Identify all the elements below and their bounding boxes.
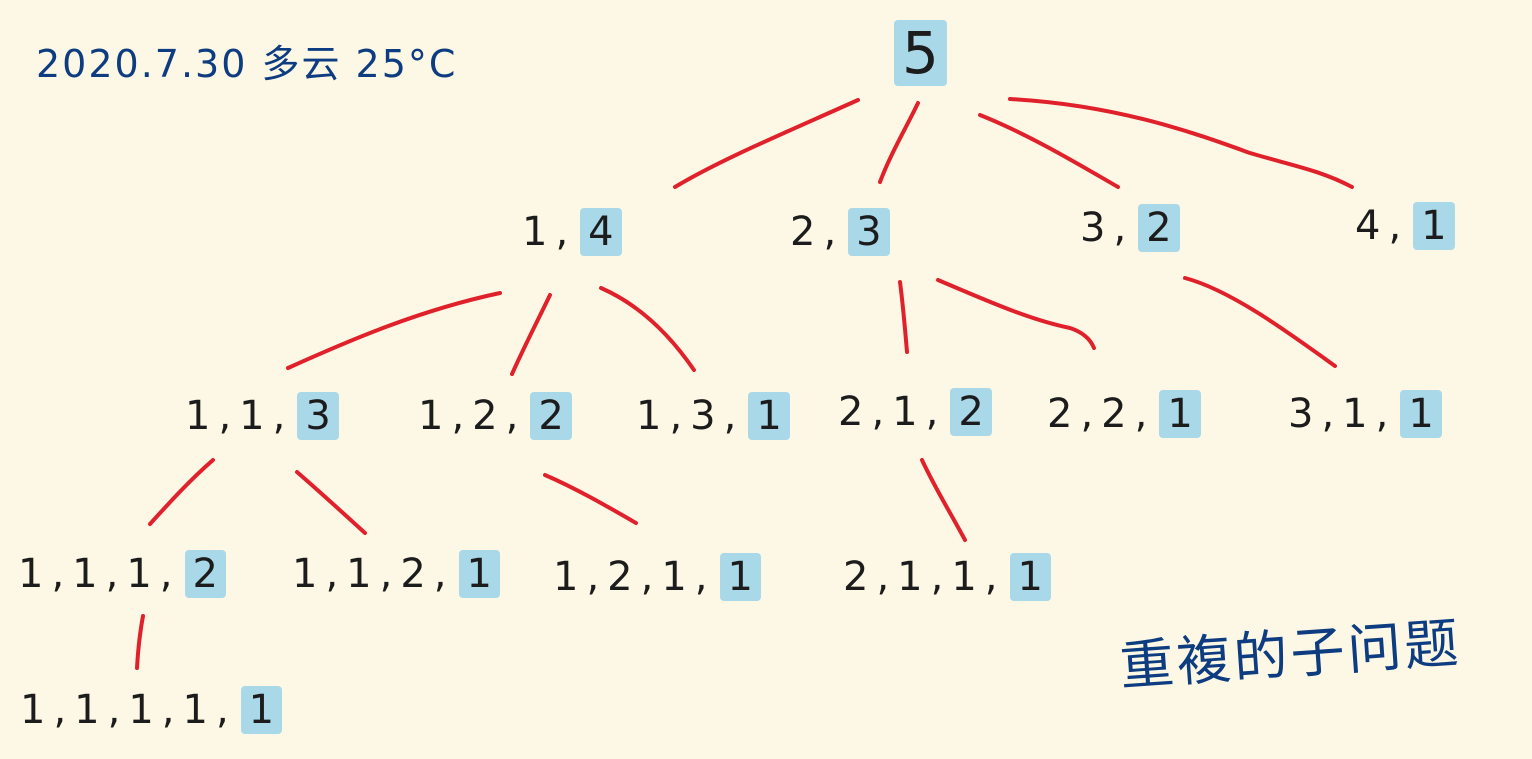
edge-1-1-1-2-to-1-1-1-1-1	[135, 614, 145, 670]
node-last-highlight: 2	[184, 550, 226, 598]
tree-node-root: 5	[890, 20, 947, 86]
edge-2-3-to-2-2-1	[936, 278, 1096, 350]
edge-1-1-3-to-1-1-1-2	[148, 458, 215, 526]
edge-1-4-to-1-3-1	[599, 286, 696, 372]
node-last-highlight: 3	[297, 392, 339, 440]
node-prefix: 1,	[522, 209, 577, 255]
edge-root-to-4-1	[1008, 97, 1354, 189]
tree-node-level2: 2,2, 1	[1047, 390, 1201, 438]
tree-node-level1: 3, 2	[1080, 204, 1180, 252]
tree-node-level2: 1,2, 2	[418, 392, 572, 440]
node-last-highlight: 2	[950, 388, 992, 436]
node-last-highlight: 1	[719, 553, 761, 601]
tree-node-level1: 1, 4	[522, 208, 622, 256]
node-prefix: 1,2,	[418, 393, 527, 439]
tree-node-level3: 1,1,1, 2	[18, 550, 226, 598]
node-last-highlight: 5	[894, 20, 947, 86]
tree-node-level3: 2,1,1, 1	[843, 553, 1051, 601]
node-prefix: 1,1,2,	[292, 551, 455, 597]
tree-node-level3: 1,2,1, 1	[553, 553, 761, 601]
edge-root-to-2-3	[878, 101, 920, 184]
node-prefix: 3,	[1080, 205, 1135, 251]
tree-node-level2: 1,1, 3	[185, 392, 339, 440]
edge-2-3-to-2-1-2	[898, 280, 909, 354]
header-note: 2020.7.30 多云 25°C	[36, 42, 458, 86]
node-last-highlight: 1	[240, 686, 283, 734]
node-prefix: 2,	[790, 209, 845, 255]
node-prefix: 4,	[1355, 203, 1410, 249]
node-last-highlight: 3	[848, 208, 890, 256]
tree-node-level1: 4, 1	[1355, 202, 1455, 250]
node-last-highlight: 2	[1138, 204, 1180, 252]
edge-1-1-3-to-1-1-2-1	[295, 470, 367, 535]
node-prefix: 3,1,	[1288, 391, 1397, 437]
tree-node-level3: 1,1,2, 1	[292, 550, 500, 598]
node-prefix: 2,1,	[838, 389, 947, 435]
edge-2-1-2-to-2-1-1-1	[920, 458, 967, 542]
tree-node-level1: 2, 3	[790, 208, 890, 256]
node-prefix: 1,1,	[185, 393, 294, 439]
node-last-highlight: 4	[580, 208, 622, 256]
tree-node-level4: 1,1,1,1, 1	[20, 686, 283, 734]
tree-node-level2: 2,1, 2	[838, 388, 992, 436]
tree-node-level2: 1,3, 1	[636, 392, 790, 440]
tree-node-level2: 3,1, 1	[1288, 390, 1442, 438]
node-prefix: 1,1,1,	[18, 551, 181, 597]
edge-root-to-1-4	[673, 98, 860, 189]
node-last-highlight: 1	[1413, 202, 1455, 250]
edge-1-4-to-1-1-3	[286, 291, 502, 370]
node-prefix: 2,2,	[1047, 391, 1156, 437]
node-last-highlight: 2	[530, 392, 572, 440]
node-last-highlight: 1	[458, 550, 500, 598]
node-last-highlight: 1	[748, 392, 790, 440]
edge-1-4-to-1-2-2	[510, 293, 552, 376]
node-last-highlight: 1	[1400, 390, 1442, 438]
node-last-highlight: 1	[1159, 390, 1201, 438]
node-prefix: 1,2,1,	[553, 554, 716, 600]
node-prefix: 1,1,1,1,	[20, 687, 237, 733]
node-prefix: 1,3,	[636, 393, 745, 439]
node-prefix: 2,1,1,	[843, 554, 1006, 600]
edge-1-2-2-to-1-2-1-1	[543, 473, 638, 525]
node-last-highlight: 1	[1009, 553, 1051, 601]
edge-root-to-3-2	[978, 113, 1120, 189]
edge-3-2-to-3-1-1	[1183, 276, 1337, 368]
